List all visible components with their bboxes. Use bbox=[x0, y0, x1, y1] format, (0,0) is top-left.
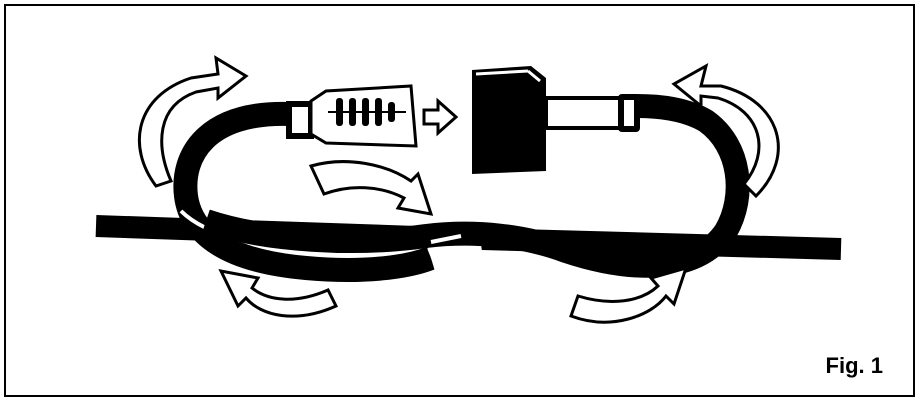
motion-arrows bbox=[137, 55, 780, 324]
extension-cord-loop bbox=[173, 94, 750, 282]
cord-knot-illustration bbox=[95, 55, 842, 324]
figure-label: Fig. 1 bbox=[825, 353, 883, 378]
curved-arrow-top-left-icon bbox=[137, 55, 249, 188]
male-plug bbox=[286, 84, 418, 148]
figure-frame: Fig. 1 bbox=[4, 4, 915, 397]
female-connector bbox=[472, 66, 640, 174]
curved-arrow-center-icon bbox=[308, 160, 434, 216]
curved-arrow-top-right-icon bbox=[671, 62, 780, 199]
curved-arrow-bottom-right-icon bbox=[569, 265, 689, 324]
curved-arrow-bottom-left-icon bbox=[218, 268, 339, 318]
connect-arrow-icon bbox=[422, 97, 459, 137]
